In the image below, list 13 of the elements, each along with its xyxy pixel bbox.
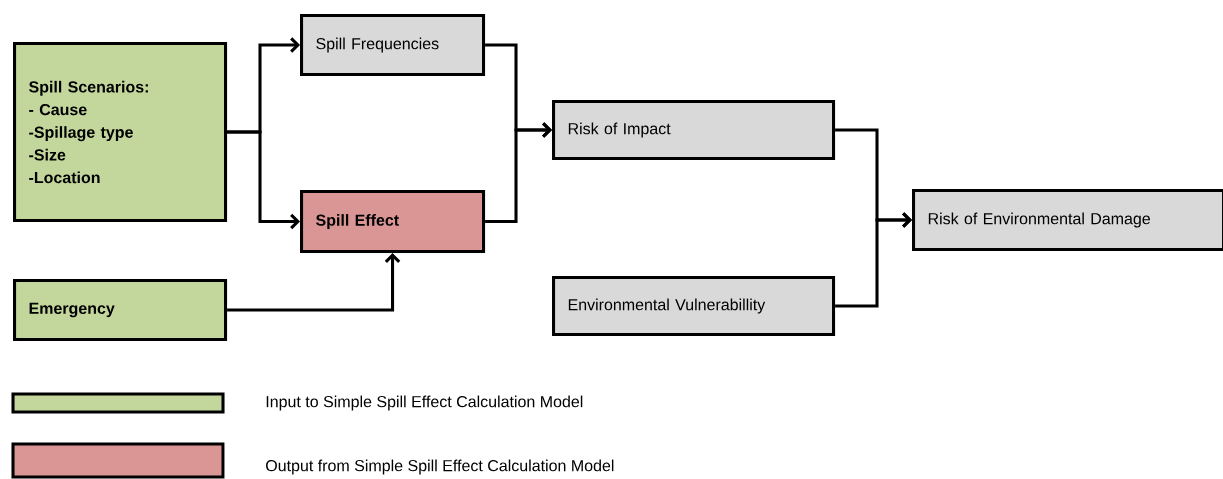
arrow <box>227 253 401 312</box>
process-box: Emergency <box>13 279 228 342</box>
process-box: Spill Scenarios: - Cause -Spillage type -Size -Location <box>13 42 228 223</box>
process-box: Risk of Environmental Damage <box>912 189 1223 252</box>
process-box: Risk of Impact <box>552 100 836 161</box>
legend-label: Output from Simple Spill Effect Calculation Model <box>266 459 614 475</box>
arrow <box>485 122 552 224</box>
process-box: Spill Effect <box>300 190 486 254</box>
process-box: Environmental Vulnerabillity <box>552 276 836 337</box>
legend-label: Input to Simple Spill Effect Calculation Model <box>266 395 583 411</box>
process-box: Spill Frequencies <box>300 14 486 77</box>
arrow <box>835 212 912 308</box>
arrow <box>227 130 300 230</box>
